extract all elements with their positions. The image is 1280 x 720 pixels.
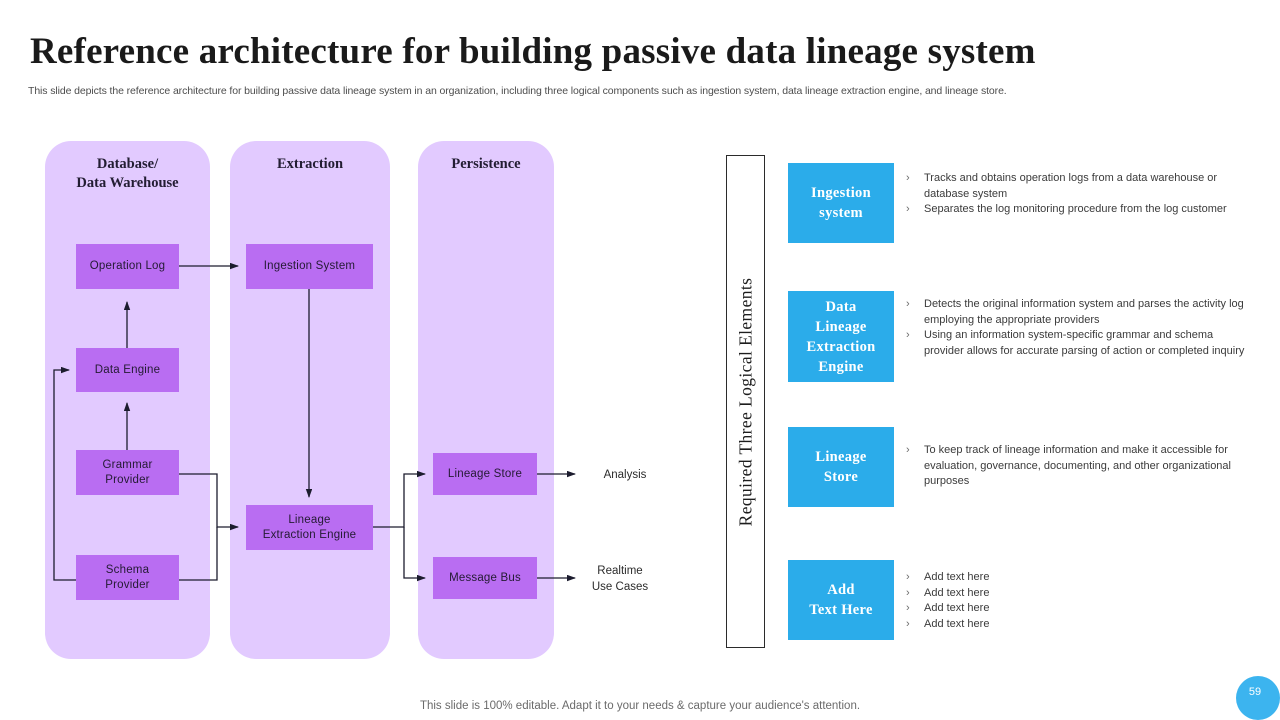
bullet-marker-icon: › <box>906 571 910 583</box>
node-operation-log[interactable]: Operation Log <box>76 244 179 289</box>
swimlane-title-persistence: Persistence <box>451 156 521 172</box>
architecture-diagram: Database/ Data Warehouse Extraction Pers… <box>45 141 649 659</box>
bullet-marker-icon: › <box>906 617 910 630</box>
element-chip-ingestion-system[interactable]: Ingestion system <box>788 163 894 243</box>
page-number: 59 <box>1248 686 1262 698</box>
element-chip-add-text-here[interactable]: Add Text Here <box>788 560 894 640</box>
element-chip-data-lineage-extraction-engine[interactable]: Data Lineage Extraction Engine <box>788 291 894 382</box>
node-lineage-extraction-engine[interactable]: Lineage Extraction Engine <box>246 505 373 550</box>
bullet-marker-icon: › <box>906 172 910 184</box>
bullet-marker-icon: › <box>906 329 910 341</box>
element-bullets: › Detects the original information syste… <box>906 297 1254 359</box>
bullet-marker-icon: › <box>906 444 910 456</box>
node-ingestion-system[interactable]: Ingestion System <box>246 244 373 289</box>
bullet-item: › Using an information system-specific g… <box>906 329 1245 357</box>
node-message-bus[interactable]: Message Bus <box>433 557 537 599</box>
logical-elements-panel: Required Three Logical Elements Ingestio… <box>700 0 1280 720</box>
swimlane-title-extraction: Extraction <box>276 156 344 172</box>
vertical-band-label: Required Three Logical Elements <box>735 277 755 526</box>
node-schema-provider[interactable]: Schema Provider <box>76 555 179 600</box>
bullet-item: › Add text here <box>906 617 1254 633</box>
page-number-badge: 59 <box>1236 676 1280 720</box>
bullet-item: › Tracks and obtains operation logs from… <box>906 172 1218 200</box>
element-bullets: › Add text here › Add text here › Add te… <box>906 570 1254 632</box>
bullet-item: › Add text here <box>906 570 1254 586</box>
bullet-marker-icon: › <box>906 203 910 215</box>
footer-note: This slide is 100% editable. Adapt it to… <box>419 700 861 712</box>
swimlane-extraction: Extraction <box>230 141 390 659</box>
bullet-item: › To keep track of lineage information a… <box>906 444 1231 487</box>
bullet-marker-icon: › <box>906 298 910 310</box>
bullet-item: › Separates the log monitoring procedure… <box>906 202 1254 218</box>
bullet-item: › Detects the original information syste… <box>906 298 1244 326</box>
element-chip-lineage-store[interactable]: Lineage Store <box>788 427 894 507</box>
node-grammar-provider[interactable]: Grammar Provider <box>76 450 179 495</box>
page-title: Reference architecture for building pass… <box>30 31 1036 72</box>
output-label-analysis: Analysis <box>603 469 647 481</box>
element-bullets: › To keep track of lineage information a… <box>906 443 1254 490</box>
swimlane-title-database: Database/ Data Warehouse <box>76 156 179 191</box>
output-label-realtime-use-cases: Realtime Use Cases <box>591 565 649 593</box>
bullet-marker-icon: › <box>906 586 910 599</box>
vertical-band: Required Three Logical Elements <box>726 155 765 648</box>
element-bullets: › Tracks and obtains operation logs from… <box>906 171 1254 218</box>
bullet-item: › Add text here <box>906 601 1254 617</box>
bullet-marker-icon: › <box>906 602 910 614</box>
node-lineage-store[interactable]: Lineage Store <box>433 453 537 495</box>
page-subtitle: This slide depicts the reference archite… <box>28 85 1007 97</box>
bullet-item: › Add text here <box>906 586 1254 602</box>
node-data-engine[interactable]: Data Engine <box>76 348 179 392</box>
